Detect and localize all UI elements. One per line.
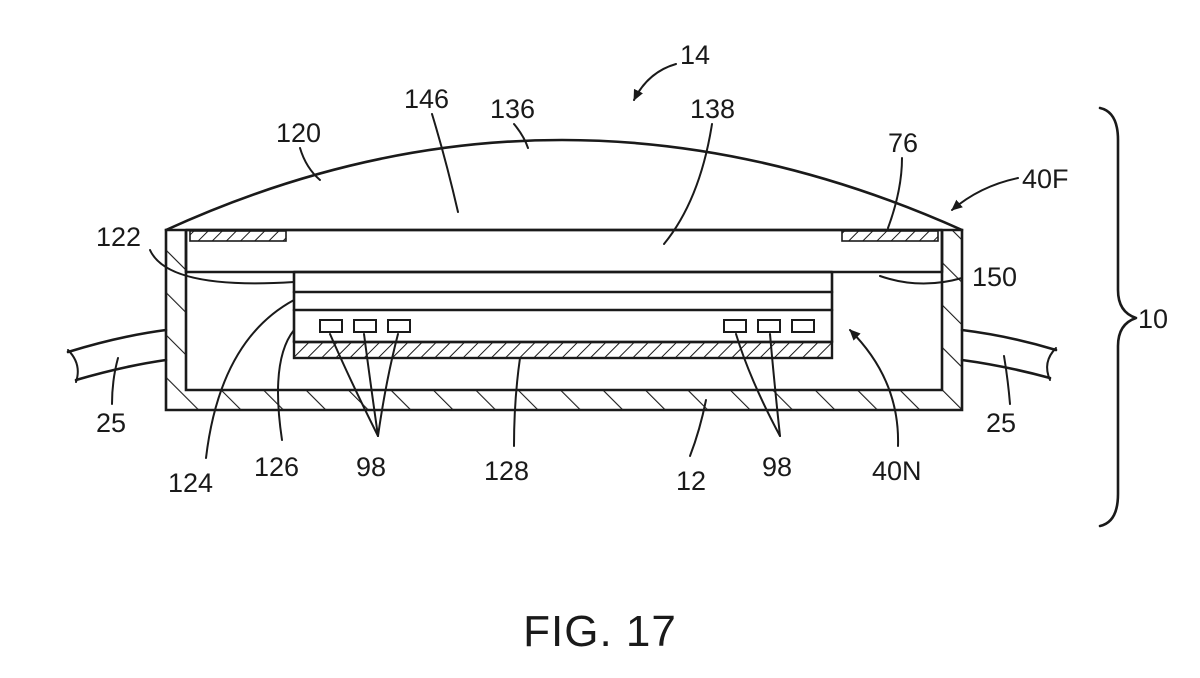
label-14: 14 (680, 40, 710, 70)
housing-12 (164, 228, 964, 412)
label-10: 10 (1138, 304, 1168, 334)
leader-98-left-1 (329, 333, 379, 437)
label-40N: 40N (872, 456, 922, 486)
label-98-left: 98 (356, 452, 386, 482)
brace-10 (1098, 106, 1138, 528)
leader-138 (663, 123, 713, 245)
leader-98-left-2 (363, 333, 379, 437)
arrow-14 (633, 63, 677, 101)
figure-caption: FIG. 17 (523, 607, 677, 656)
label-76: 76 (888, 128, 918, 158)
leader-120 (299, 147, 321, 181)
substrate-128 (292, 340, 834, 360)
component-98-l1 (319, 319, 343, 333)
leader-122 (149, 249, 295, 285)
label-124: 124 (168, 468, 213, 498)
leader-98-right-1 (735, 333, 781, 437)
leader-150 (879, 275, 963, 285)
leader-76 (887, 157, 903, 229)
layer-146 (184, 228, 944, 274)
label-122: 122 (96, 222, 141, 252)
leader-126 (277, 329, 295, 441)
dome-cover-120 (164, 138, 964, 232)
label-146: 146 (404, 84, 449, 114)
label-25-left: 25 (96, 408, 126, 438)
strap-25-right (960, 328, 1058, 352)
leader-98-right-2 (769, 333, 781, 437)
leader-25-right (1003, 355, 1011, 405)
leader-124 (205, 299, 295, 459)
seal-strip-right (841, 230, 939, 242)
leader-25-left (111, 357, 119, 405)
leader-12 (689, 399, 707, 457)
strap-25-left-inner (74, 358, 168, 382)
label-136: 136 (490, 94, 535, 124)
seal-strip-left (189, 230, 287, 242)
leader-136 (513, 123, 529, 149)
label-126: 126 (254, 452, 299, 482)
arrow-40F (951, 177, 1019, 211)
arrow-40N (849, 329, 900, 447)
label-150: 150 (972, 262, 1017, 292)
label-120: 120 (276, 118, 321, 148)
strap-25-left-end (67, 349, 79, 383)
label-138: 138 (690, 94, 735, 124)
strap-25-right-end (1046, 347, 1057, 381)
label-12: 12 (676, 466, 706, 496)
label-98-right: 98 (762, 452, 792, 482)
component-98-r3 (791, 319, 815, 333)
leader-146 (431, 113, 459, 213)
strap-25-left (66, 328, 168, 354)
label-25-right: 25 (986, 408, 1016, 438)
leader-98-left-3 (377, 333, 399, 437)
component-98-l2 (353, 319, 377, 333)
label-40F: 40F (1022, 164, 1069, 194)
label-128: 128 (484, 456, 529, 486)
leader-128 (513, 357, 521, 447)
component-98-l3 (387, 319, 411, 333)
component-98-r1 (723, 319, 747, 333)
component-98-r2 (757, 319, 781, 333)
